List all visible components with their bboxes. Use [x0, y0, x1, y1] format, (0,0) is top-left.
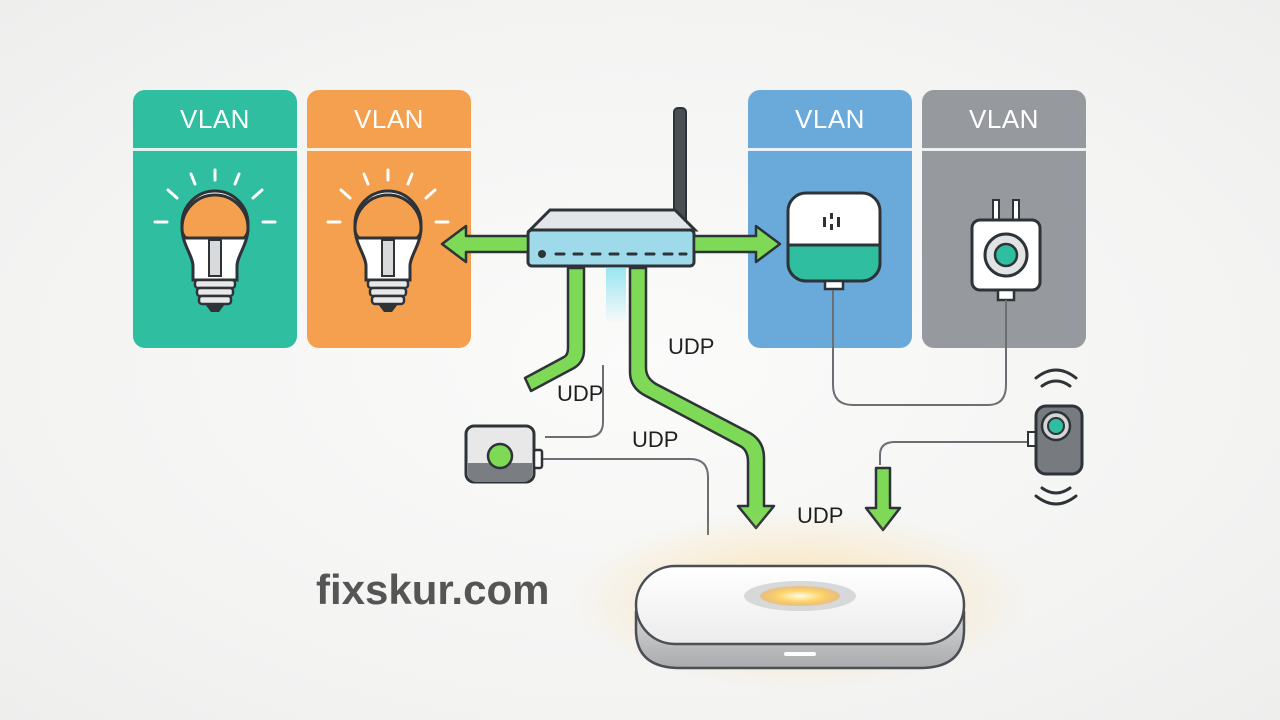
udp-label: UDP	[668, 334, 715, 359]
vlan-label: VLAN	[180, 103, 250, 134]
divider	[133, 148, 297, 151]
vlan-label: VLAN	[795, 103, 865, 134]
router-icon	[526, 107, 699, 324]
divider	[748, 148, 912, 151]
arrow-left	[440, 224, 530, 264]
connector-lines	[540, 290, 1030, 535]
camera-icon	[1027, 368, 1084, 506]
smart-speaker-icon	[786, 191, 882, 291]
udp-path-down	[628, 266, 776, 530]
divider	[307, 148, 471, 151]
divider	[922, 148, 1086, 151]
udp-label: UDP	[632, 427, 679, 452]
hub-icon	[570, 510, 1030, 690]
smart-bulb-icon	[153, 168, 277, 312]
smart-plug-icon	[970, 199, 1042, 302]
vlan-label: VLAN	[969, 103, 1039, 134]
udp-label: UDP	[797, 503, 844, 528]
smart-bulb-icon	[326, 168, 450, 312]
sensor-icon	[464, 424, 544, 484]
udp-label: UDP	[557, 381, 604, 406]
vlan-panel-blue: VLAN	[748, 90, 912, 348]
vlan-label: VLAN	[354, 103, 424, 134]
udp-path-left	[523, 266, 586, 393]
arrow-right	[692, 224, 782, 264]
watermark-text: fixskur.com	[316, 566, 550, 613]
